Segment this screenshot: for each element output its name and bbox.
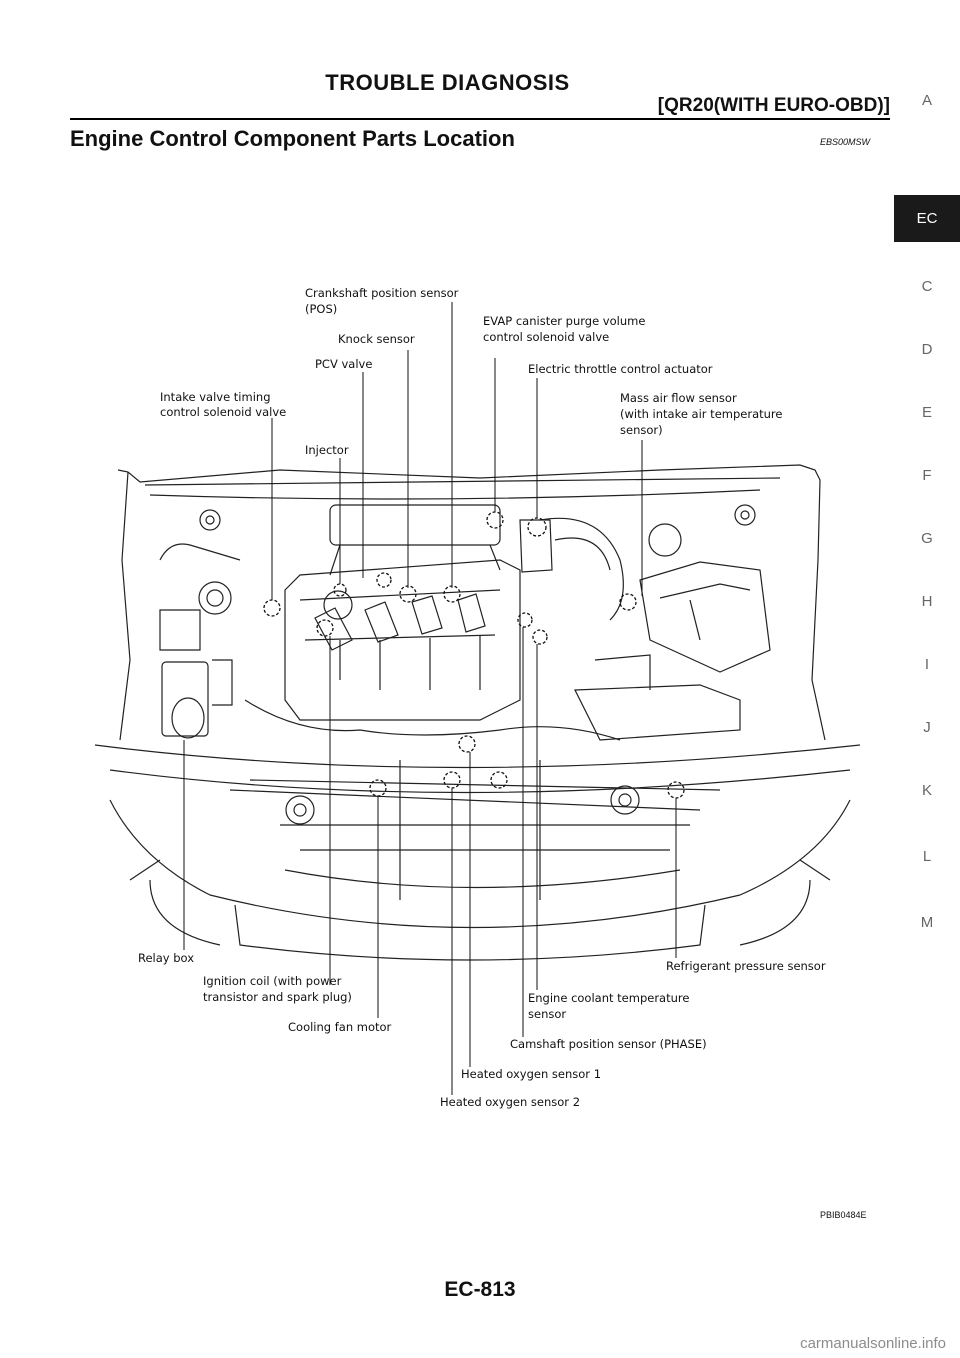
tab-d[interactable]: D (921, 341, 933, 358)
tab-j[interactable]: J (923, 719, 931, 736)
label-evap-line1: EVAP canister purge volume (483, 314, 645, 328)
tab-k[interactable]: K (921, 782, 932, 799)
label-injector: Injector (305, 443, 349, 457)
tab-ec[interactable]: EC (894, 195, 960, 242)
page-number: EC-813 (444, 1278, 516, 1301)
label-maf-line1: Mass air flow sensor (620, 391, 737, 405)
tab-h[interactable]: H (921, 593, 933, 610)
leader-lines (183, 302, 677, 1095)
label-throttle-actuator: Electric throttle control actuator (528, 362, 713, 376)
label-relay-box: Relay box (138, 951, 194, 965)
label-maf-line3: sensor) (620, 423, 663, 437)
label-ignition-line2: transistor and spark plug) (203, 990, 352, 1004)
label-evap-line2: control solenoid valve (483, 330, 609, 344)
section-title: Engine Control Component Parts Location (70, 126, 515, 151)
tab-f[interactable]: F (922, 467, 932, 484)
figure-code: PBIB0484E (820, 1210, 867, 1220)
callout-labels: Crankshaft position sensor (POS) Knock s… (138, 286, 826, 1109)
label-pcv-valve: PCV valve (315, 357, 372, 371)
tab-a[interactable]: A (921, 92, 932, 109)
page-header-title: TROUBLE DIAGNOSIS (325, 70, 570, 95)
label-ignition-line1: Ignition coil (with power (203, 974, 342, 988)
tab-l[interactable]: L (922, 848, 932, 865)
tab-m[interactable]: M (920, 914, 934, 931)
tab-g[interactable]: G (921, 530, 933, 547)
tab-e[interactable]: E (921, 404, 932, 421)
label-maf-line2: (with intake air temperature (620, 407, 782, 421)
label-knock-sensor: Knock sensor (338, 332, 415, 346)
label-intake-line1: Intake valve timing (160, 390, 271, 404)
watermark-text: carmanualsonline.info (800, 1335, 946, 1352)
label-cooling-fan: Cooling fan motor (288, 1020, 392, 1034)
label-refrigerant-sensor: Refrigerant pressure sensor (666, 959, 826, 973)
label-intake-line2: control solenoid valve (160, 405, 286, 419)
section-code: EBS00MSW (820, 137, 871, 147)
label-coolant-line2: sensor (528, 1007, 566, 1021)
header-rule (70, 118, 890, 120)
label-ho2s1: Heated oxygen sensor 1 (461, 1067, 601, 1081)
label-ho2s2: Heated oxygen sensor 2 (440, 1095, 580, 1109)
label-coolant-line1: Engine coolant temperature (528, 991, 689, 1005)
page-header-subtitle: [QR20(WITH EURO-OBD)] (657, 95, 890, 116)
tab-c[interactable]: C (921, 278, 933, 295)
label-camshaft-sensor: Camshaft position sensor (PHASE) (510, 1037, 707, 1051)
label-crankshaft-line1: Crankshaft position sensor (305, 286, 459, 300)
sensor-markers (263, 511, 685, 799)
engine-bay-drawing (94, 464, 861, 961)
tab-i[interactable]: I (924, 656, 930, 673)
label-crankshaft-line2: (POS) (305, 302, 337, 316)
